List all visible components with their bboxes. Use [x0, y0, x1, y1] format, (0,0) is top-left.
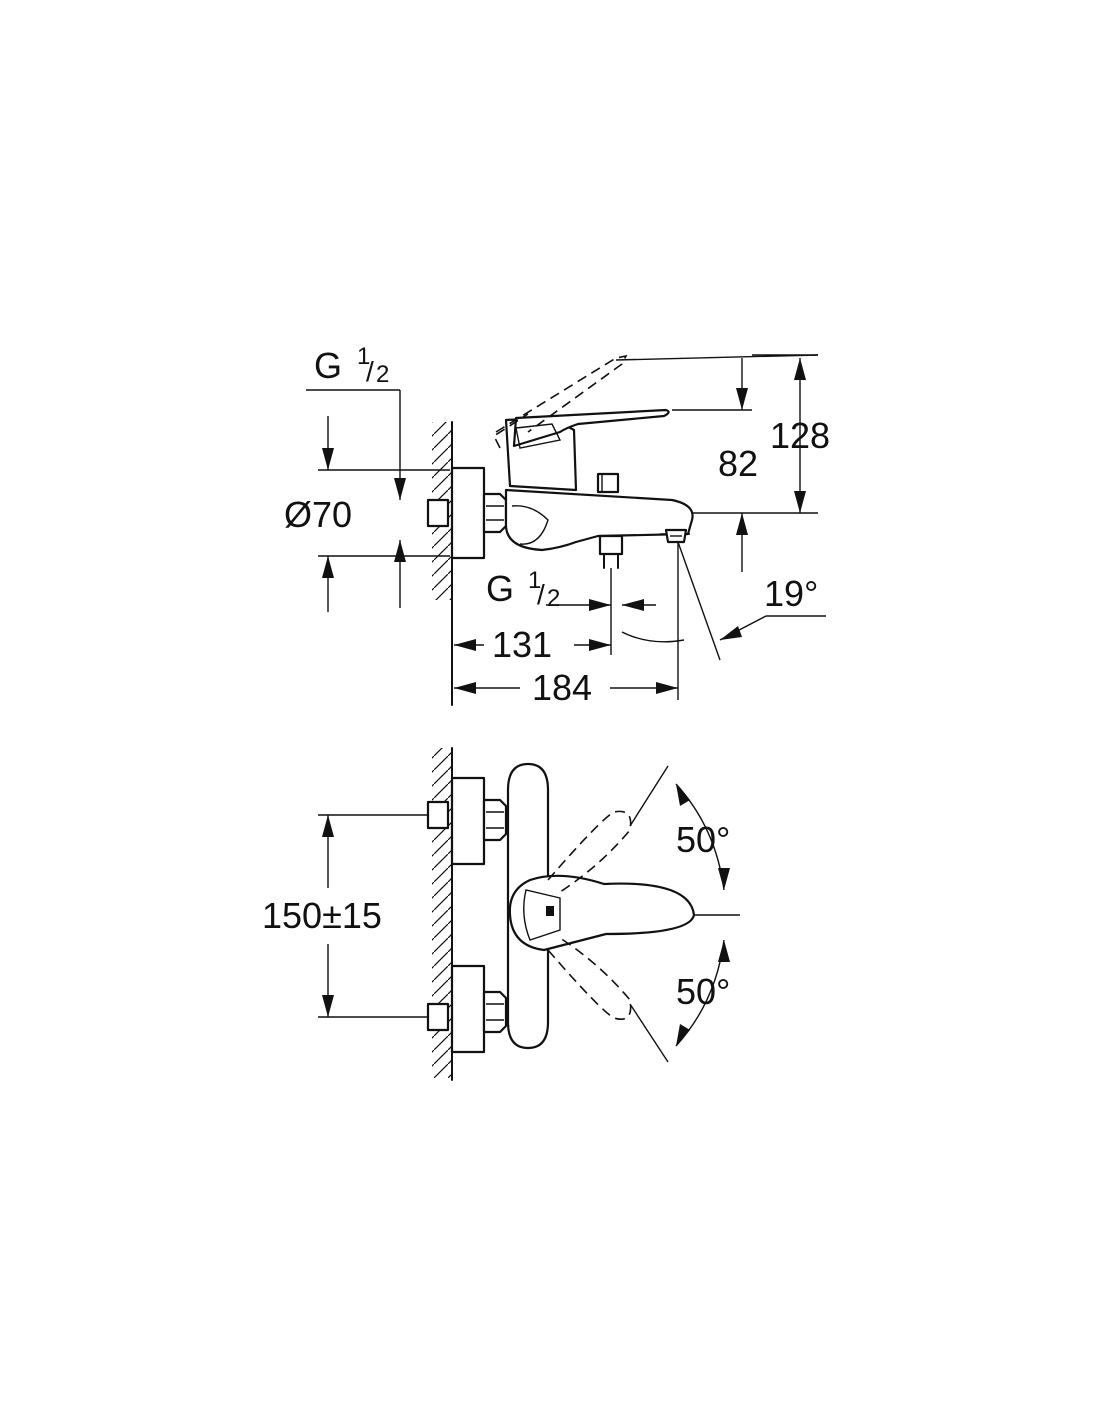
outlet-thread-fraction-num: 1: [528, 567, 541, 594]
dimension-heights: 82 128: [672, 354, 830, 572]
inlet-centres-label: 150±15: [262, 895, 382, 936]
cover-diameter-label: Ø70: [284, 494, 352, 535]
depth-131-label: 131: [492, 624, 552, 665]
spout-height-label: 82: [718, 443, 758, 484]
svg-text:/: /: [366, 356, 374, 387]
dimension-depth-131: 131: [454, 624, 611, 665]
side-view: G 1 / 2 Ø70 82 128: [284, 343, 830, 708]
dimension-inlet-thread: G 1 / 2: [306, 343, 406, 608]
inlet-thread-fraction-den: 2: [376, 361, 389, 388]
spout-angle-label: 19°: [764, 573, 818, 614]
dimension-lever-angles: 50° 50°: [629, 765, 740, 1063]
dimension-depth-184: 184: [454, 667, 678, 708]
svg-text:/: /: [537, 579, 545, 610]
inlet-thread-label: G: [314, 345, 342, 386]
wall-side-view: [432, 421, 453, 706]
outlet-thread-label: G: [486, 568, 514, 609]
dimension-spout-angle: 19°: [621, 541, 826, 700]
total-height-label: 128: [770, 415, 830, 456]
faucet-top-profile: [426, 762, 696, 1054]
faucet-side-profile: [426, 354, 819, 569]
outlet-thread-fraction-den: 2: [547, 585, 560, 612]
depth-184-label: 184: [532, 667, 592, 708]
top-view: 150±15 50° 50°: [262, 747, 740, 1081]
lever-angle-lower-label: 50°: [676, 971, 730, 1012]
dimension-cover-diameter: Ø70: [284, 416, 450, 612]
dimension-outlet-thread: G 1 / 2: [486, 567, 656, 655]
inlet-thread-fraction-num: 1: [357, 343, 370, 370]
lever-angle-upper-label: 50°: [676, 819, 730, 860]
dimension-inlet-centres: 150±15: [262, 814, 428, 1018]
